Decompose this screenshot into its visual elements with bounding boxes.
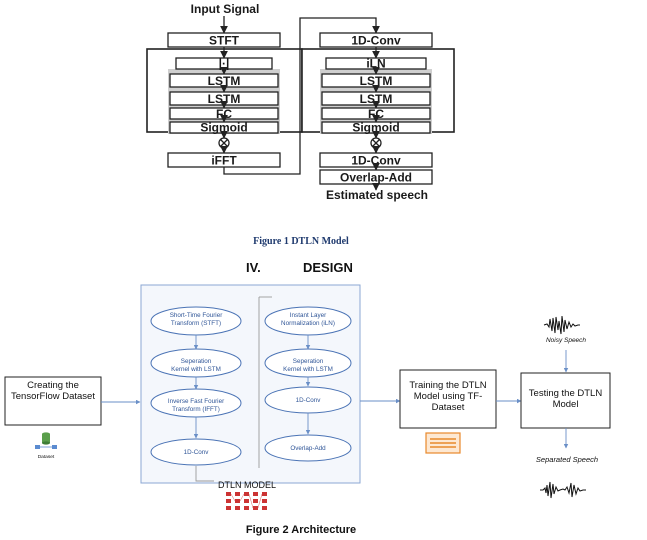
ifft-oval-text: Inverse Fast Fourier: [168, 398, 224, 405]
lstm-label-1: LSTM: [208, 74, 241, 88]
sigmoid-label-right: Sigmoid: [352, 121, 399, 135]
separated-speech-label: Separated Speech: [536, 455, 598, 464]
training-box: [399, 369, 497, 429]
fc-label-right: FC: [368, 107, 384, 121]
overlap-add-oval-text: Overlap-Add: [290, 445, 326, 452]
figure-2-architecture-diagram: Creating the TensorFlow Dataset Dataset …: [4, 284, 611, 510]
lstm-kernel-text-right-line2: Kernel with LSTM: [283, 366, 333, 373]
lstm-kernel-text-left: Seperation: [181, 358, 212, 365]
overlap-add-label: Overlap-Add: [340, 171, 412, 185]
testing-box: [520, 372, 611, 429]
iln-oval-text: Instant Layer: [290, 312, 326, 319]
testing-box-text: Testing the DTLN Model: [528, 388, 603, 410]
estimated-speech-label: Estimated speech: [326, 188, 428, 202]
creating-dataset-text: Creating the TensorFlow Dataset: [11, 380, 95, 402]
lstm-label-4: LSTM: [360, 92, 393, 106]
ifft-label: iFFT: [211, 154, 237, 168]
training-box-text: Training the DTLN Model using TF-Dataset: [409, 380, 487, 413]
dtln-model-title: DTLN MODEL: [218, 480, 276, 490]
connector-arrow: [223, 17, 380, 175]
lstm-label-2: LSTM: [208, 92, 241, 106]
input-signal-label: Input Signal: [191, 2, 260, 16]
fc-label: FC: [216, 107, 232, 121]
svg-text:Separated Speech: Separated Speech: [536, 455, 598, 464]
section-title: DESIGN: [303, 260, 353, 275]
conv-oval-left: [150, 438, 242, 466]
figure-2-caption: Figure 2 Architecture: [246, 524, 356, 536]
lstm-kernel-text-right: Seperation: [293, 358, 324, 365]
noisy-waveform-icon: [543, 315, 580, 335]
separated-waveform-icon: [540, 481, 586, 499]
figure-1-caption: Figure 1 DTLN Model: [253, 236, 349, 247]
iln-label: iLN: [366, 57, 385, 71]
figure-1-dtln-diagram: Input Signal STFT |·| LSTM LSTM FC Sigmo…: [146, 2, 455, 202]
dataset-icon-label: Dataset: [38, 454, 55, 460]
stft-label: STFT: [209, 34, 240, 48]
section-number: IV.: [246, 260, 261, 275]
iln-oval-text-line2: Normalization (iLN): [281, 320, 335, 327]
dataset-icon: [35, 432, 57, 449]
stft-oval-text-line2: Transform (STFT): [171, 320, 221, 327]
creating-dataset-box: [4, 376, 102, 426]
ifft-oval-text-line2: Transform (IFFT): [172, 406, 220, 413]
lstm-label-3: LSTM: [360, 74, 393, 88]
stft-oval-text: Short-Time Fourier: [170, 312, 223, 319]
conv-top-label: 1D-Conv: [351, 34, 401, 48]
conv-oval-left-text: 1D-Conv: [184, 449, 210, 456]
conv-oval-right-text: 1D-Conv: [296, 397, 322, 404]
lstm-kernel-text-left-line2: Kernel with LSTM: [171, 366, 221, 373]
conv-bottom-label: 1D-Conv: [351, 154, 401, 168]
abs-label: |·|: [219, 57, 230, 71]
svg-text:Noisy Speech: Noisy Speech: [546, 337, 586, 344]
sigmoid-label: Sigmoid: [200, 121, 247, 135]
tensorflow-logo-icon: [425, 432, 461, 454]
neural-network-icon: [226, 492, 267, 510]
overlap-add-oval: [264, 434, 352, 462]
noisy-speech-label: Noisy Speech: [546, 337, 586, 344]
